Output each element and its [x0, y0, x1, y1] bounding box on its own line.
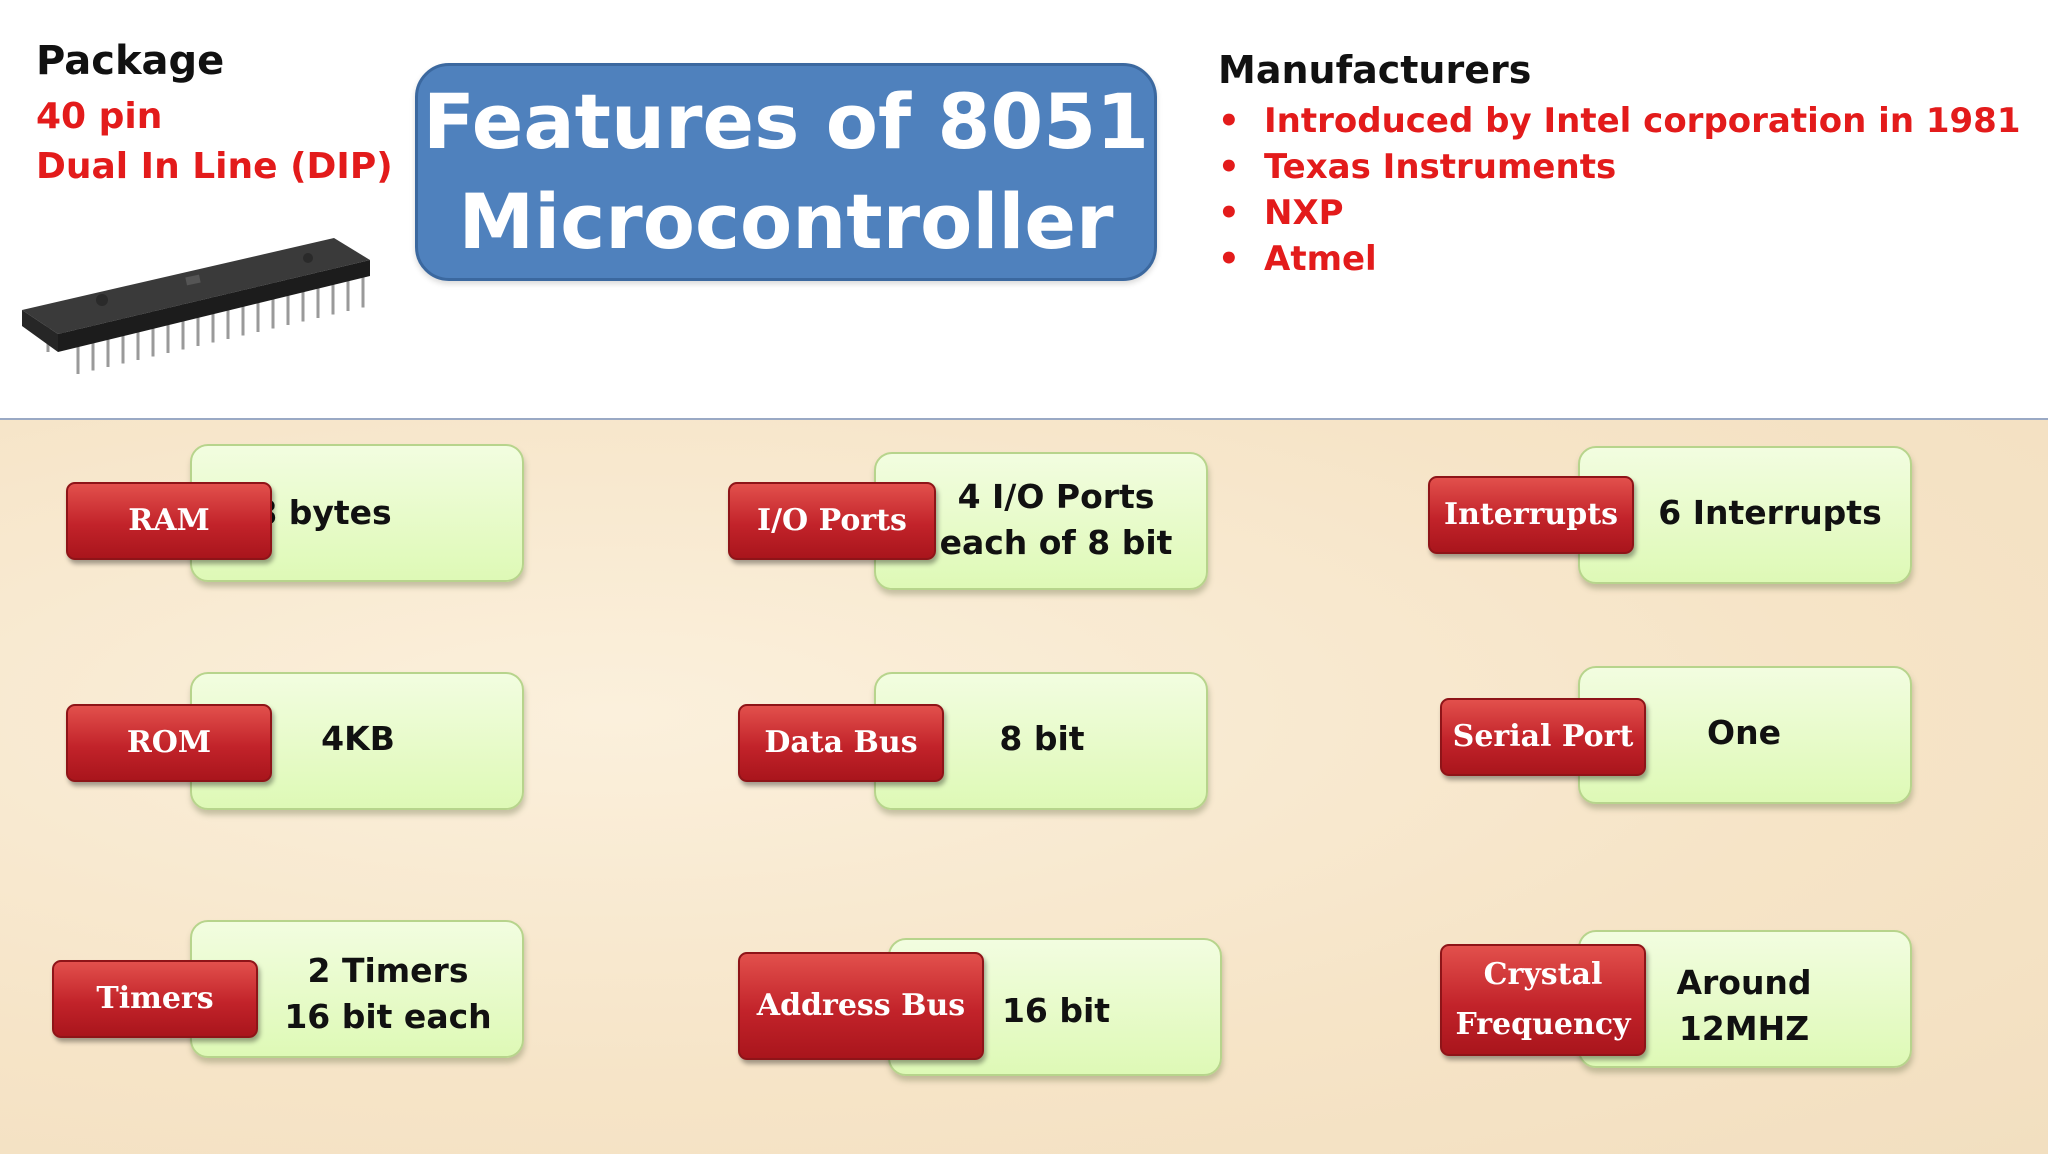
feature-value-data-bus: 8 bit: [922, 716, 1162, 762]
manufacturer-name: NXP: [1264, 193, 1344, 233]
feature-value-line: 16 bit each: [284, 997, 492, 1036]
feature-label-line: Crystal: [1483, 957, 1603, 992]
feature-value-timers: 2 Timers 16 bit each: [268, 948, 508, 1040]
bullet-icon: •: [1218, 147, 1240, 187]
package-heading: Package: [36, 38, 225, 84]
feature-label-data-bus: Data Bus: [738, 704, 944, 782]
feature-label-line: RAM: [128, 503, 210, 538]
title-box: Features of 8051 Microcontroller: [415, 63, 1157, 281]
feature-label-address-bus: Address Bus: [738, 952, 984, 1060]
feature-label-line: Address Bus: [756, 988, 966, 1023]
package-pins: 40 pin: [36, 96, 163, 137]
feature-value-rom: 4KB: [238, 716, 478, 762]
bullet-icon: •: [1218, 101, 1240, 141]
feature-value-crystal-frequency: Around 12MHZ: [1624, 960, 1864, 1052]
feature-value-i-o-ports: 4 I/O Ports each of 8 bit: [936, 474, 1176, 566]
title-line-2: Microcontroller: [458, 177, 1114, 266]
feature-label-line: Serial Port: [1452, 719, 1634, 754]
feature-label-rom: ROM: [66, 704, 272, 782]
feature-label-interrupts: Interrupts: [1428, 476, 1634, 554]
bullet-icon: •: [1218, 193, 1240, 233]
feature-value-line: 16 bit: [1001, 991, 1111, 1030]
feature-label-line: Data Bus: [764, 725, 918, 760]
manufacturer-name: Atmel: [1264, 239, 1377, 279]
feature-label-line: Interrupts: [1444, 497, 1618, 532]
feature-value-line: Around: [1676, 963, 1812, 1002]
feature-label-line: ROM: [126, 725, 212, 760]
manufacturers-heading: Manufacturers: [1218, 48, 1532, 92]
feature-label-ram: RAM: [66, 482, 272, 560]
feature-label-line: I/O Ports: [757, 503, 907, 538]
header-area: Package 40 pin Dual In Line (DIP) Featur…: [0, 0, 2048, 418]
manufacturer-item: • Atmel: [1218, 236, 2020, 282]
manufacturer-item: • Texas Instruments: [1218, 144, 2020, 190]
feature-value-line: 12MHZ: [1678, 1009, 1810, 1048]
feature-label-i-o-ports: I/O Ports: [728, 482, 936, 560]
manufacturer-item: • Introduced by Intel corporation in 1981: [1218, 98, 2020, 144]
feature-value-line: 2 Timers: [307, 951, 469, 990]
feature-value-line: 8 bit: [999, 719, 1085, 758]
dip-chip-image: [22, 238, 370, 374]
feature-value-line: 4 I/O Ports: [957, 477, 1155, 516]
manufacturers-list: • Introduced by Intel corporation in 1981…: [1218, 98, 2020, 282]
feature-value-line: each of 8 bit: [939, 523, 1173, 562]
title-line-1: Features of 8051: [422, 77, 1150, 166]
feature-value-line: 4KB: [321, 719, 395, 758]
feature-value-serial-port: One: [1624, 710, 1864, 756]
feature-label-serial-port: Serial Port: [1440, 698, 1646, 776]
package-type: Dual In Line (DIP): [36, 146, 393, 187]
feature-label-line: Frequency: [1455, 1007, 1631, 1042]
feature-label-timers: Timers: [52, 960, 258, 1038]
feature-value-line: One: [1707, 713, 1781, 752]
feature-label-line: Timers: [96, 981, 214, 1016]
bullet-icon: •: [1218, 239, 1240, 279]
feature-value-interrupts: 6 Interrupts: [1650, 490, 1890, 536]
feature-value-address-bus: 16 bit: [936, 988, 1176, 1034]
manufacturer-item: • NXP: [1218, 190, 2020, 236]
manufacturer-name: Introduced by Intel corporation in 1981: [1264, 101, 2021, 141]
feature-value-line: 6 Interrupts: [1658, 493, 1882, 532]
manufacturer-name: Texas Instruments: [1264, 147, 1617, 187]
